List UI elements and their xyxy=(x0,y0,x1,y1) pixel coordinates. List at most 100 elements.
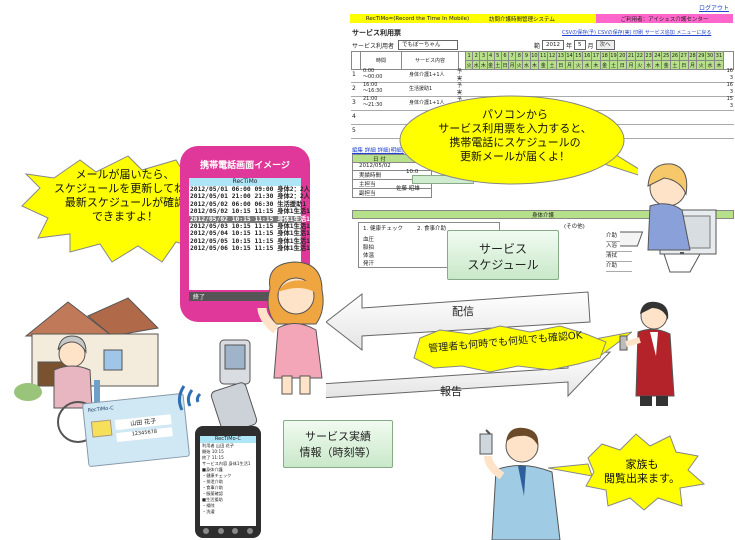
left-bubble-line: できますよ！ xyxy=(92,210,158,223)
schedule-row[interactable]: 1 0:00 ～00:00 身体介護1+1人 予 実 16 3 xyxy=(351,68,734,83)
row-no: 1 xyxy=(352,71,356,78)
right-labels: 介助 入浴 清拭 介助 xyxy=(606,232,632,272)
row-no: 4 xyxy=(352,113,356,120)
service-results-box: サービス実績 情報（時刻等） xyxy=(283,420,393,468)
smartphone-title: RecTiMo-C xyxy=(200,436,256,443)
right-label: 介助 xyxy=(606,262,632,272)
row-actual-flag: 実 xyxy=(457,76,463,82)
report-label: 報告 xyxy=(440,385,462,398)
detail-staff-value: 佐藤 昭雄 xyxy=(396,186,420,192)
results-box-line: 情報（時刻等） xyxy=(299,446,377,459)
family-bubble-line: 閲覧出来ます。 xyxy=(604,472,680,485)
left-bubble-line: 最新スケジュールが確認 xyxy=(64,196,186,209)
left-bubble-line: メールが届いたら、 xyxy=(75,168,175,181)
deliver-label: 配信 xyxy=(452,305,474,318)
day-cell: 18 xyxy=(599,51,610,61)
pc-bubble-line: サービス利用票を入力すると、 xyxy=(438,122,592,135)
smartphone-line: ・洗濯 xyxy=(202,509,215,514)
logout-link[interactable]: ログアウト xyxy=(698,5,729,12)
day-cell: 16 xyxy=(582,51,593,61)
smartphone-button[interactable] xyxy=(217,528,224,534)
pc-speech-bubble xyxy=(399,95,638,185)
phone-schedule-item-selected[interactable]: 2012/05/02 10:15 11:15 身体1生活1 xyxy=(189,215,310,224)
smartphone-buttons xyxy=(203,528,253,534)
schedule-row[interactable]: 2 16:00 ～16:30 生活援助1 予 実 16 3 xyxy=(351,82,734,97)
next-button[interactable]: 次へ xyxy=(595,40,615,50)
weekday-cell: 水 xyxy=(522,60,531,70)
smartphone-lines: 利用者 山田 花子 開始 10:15 終了 11:15 サービス内容 身体1生活… xyxy=(200,443,256,515)
day-cell: 21 xyxy=(626,51,636,61)
phone-schedule-item[interactable]: 2012/05/05 10:15 11:15 身体1生活1 xyxy=(190,237,310,245)
day-cell: 19 xyxy=(608,51,619,61)
month-unit: 月 xyxy=(587,42,594,50)
row-total-actual: 3 xyxy=(729,75,733,81)
check-row: 体温 xyxy=(363,253,375,259)
check-item-other[interactable]: (その他) xyxy=(564,224,585,230)
check-item[interactable]: 2. 食事介助 xyxy=(417,226,446,232)
phone-schedule-item[interactable]: 2012/05/01 21:00 21:30 身体2：2人 xyxy=(190,193,310,201)
top-links[interactable]: CSVの保存(予) CSVの保存(実) 印刷 サービス追加 メニューに戻る xyxy=(562,30,712,36)
user-select[interactable]: でもぼーちゃん xyxy=(398,40,458,50)
check-item[interactable]: 1. 健康チェック xyxy=(363,226,403,232)
row-time: 16:00 ～16:30 xyxy=(363,82,383,94)
right-label: 介助 xyxy=(606,232,632,242)
phone-schedule-item[interactable]: 2012/05/01 06:00 09:00 身体2：2人 xyxy=(190,186,310,193)
row-no: 5 xyxy=(352,127,356,134)
day-cell: 20 xyxy=(617,51,628,61)
phone-schedule-list: 2012/05/01 06:00 09:00 身体2：2人 2012/05/01… xyxy=(189,186,310,253)
phone-schedule-item[interactable]: 2012/05/04 10:15 11:15 身体1生活1 xyxy=(190,230,310,238)
pc-bubble-line: パソコンから xyxy=(482,108,548,121)
col-no xyxy=(351,51,361,70)
smartphone: RecTiMo-C 利用者 山田 花子 開始 10:15 終了 11:15 サー… xyxy=(195,426,261,538)
app-brand: RecTiMo=(Record the Time In Mobile) xyxy=(350,14,485,23)
ic-card-header: RecTiMo-C xyxy=(87,405,115,414)
row-total-plan: 15 xyxy=(726,96,733,102)
detail-row: 主担当 xyxy=(352,180,432,189)
family-member-illustration xyxy=(479,427,561,540)
ic-chip xyxy=(90,419,113,438)
day-cell: 1 xyxy=(464,51,474,61)
deliver-arrow xyxy=(326,291,591,352)
softkey-left[interactable]: 終了 xyxy=(193,294,206,301)
app-header-bar: RecTiMo=(Record the Time In Mobile) 訪問介護… xyxy=(350,14,733,23)
schedule-box-line: スケジュール xyxy=(467,258,539,272)
day-cell: 14 xyxy=(564,51,575,61)
smartphone-line: ・排泄介助 xyxy=(202,479,223,484)
row-time: 0:00 ～00:00 xyxy=(363,68,383,80)
family-bubble-line: 家族も xyxy=(625,458,659,471)
day-cell: 9 xyxy=(522,51,531,61)
caregiver-illustration xyxy=(257,261,324,395)
year-select[interactable]: 2012 xyxy=(542,40,565,50)
day-cell: 12 xyxy=(547,51,557,61)
year-prefix: 範 xyxy=(534,42,541,50)
row-plan-flag: 予 xyxy=(457,69,463,75)
day-cell: 24 xyxy=(652,51,663,61)
smartphone-button[interactable] xyxy=(203,528,209,534)
smartphone-button[interactable] xyxy=(232,528,239,534)
detail-panel: 日 付 2012/05/02 実績時間 主担当 副担当 xyxy=(352,154,432,198)
day-cell: 13 xyxy=(555,51,566,61)
pc-bubble-line: 携帯電話にスケジュールの xyxy=(449,136,581,149)
day-cell: 22 xyxy=(634,51,645,61)
system-name: 訪問介護時間管理システム xyxy=(485,14,596,23)
service-schedule-box: サービス スケジュール xyxy=(447,230,559,280)
right-label: 清拭 xyxy=(606,252,632,262)
day-cell: 31 xyxy=(713,51,725,61)
day-cell: 27 xyxy=(678,51,689,61)
smartphone-line: ・健康チェック xyxy=(202,473,232,478)
operator-at-pc-illustration xyxy=(620,163,717,273)
smartphone-button[interactable] xyxy=(246,528,253,534)
phone-schedule-item[interactable]: 2012/05/03 10:15 11:15 身体1生活1 xyxy=(190,223,310,231)
page-title: サービス利用票 xyxy=(352,29,401,37)
smartphone-line: ・服薬確認 xyxy=(202,491,223,496)
phone-schedule-item[interactable]: 2012/05/02 10:15 11:15 身体1生活1 xyxy=(190,208,310,216)
smartphone-line: 終了 11:15 xyxy=(202,455,224,460)
month-select[interactable]: 5 xyxy=(574,40,586,50)
edit-links[interactable]: 編集 詳細 詳細(明細) xyxy=(352,148,404,154)
results-box-line: サービス実績 xyxy=(305,430,371,443)
day-cell: 7 xyxy=(508,51,517,61)
detail-time-value: 10:0 xyxy=(406,169,419,175)
col-type xyxy=(458,51,466,70)
phone-schedule-item[interactable]: 2012/05/06 10:15 11:15 身体1生活1 xyxy=(190,245,310,253)
phone-schedule-item[interactable]: 2012/05/02 06:00 06:30 生活援助1 xyxy=(190,200,307,208)
